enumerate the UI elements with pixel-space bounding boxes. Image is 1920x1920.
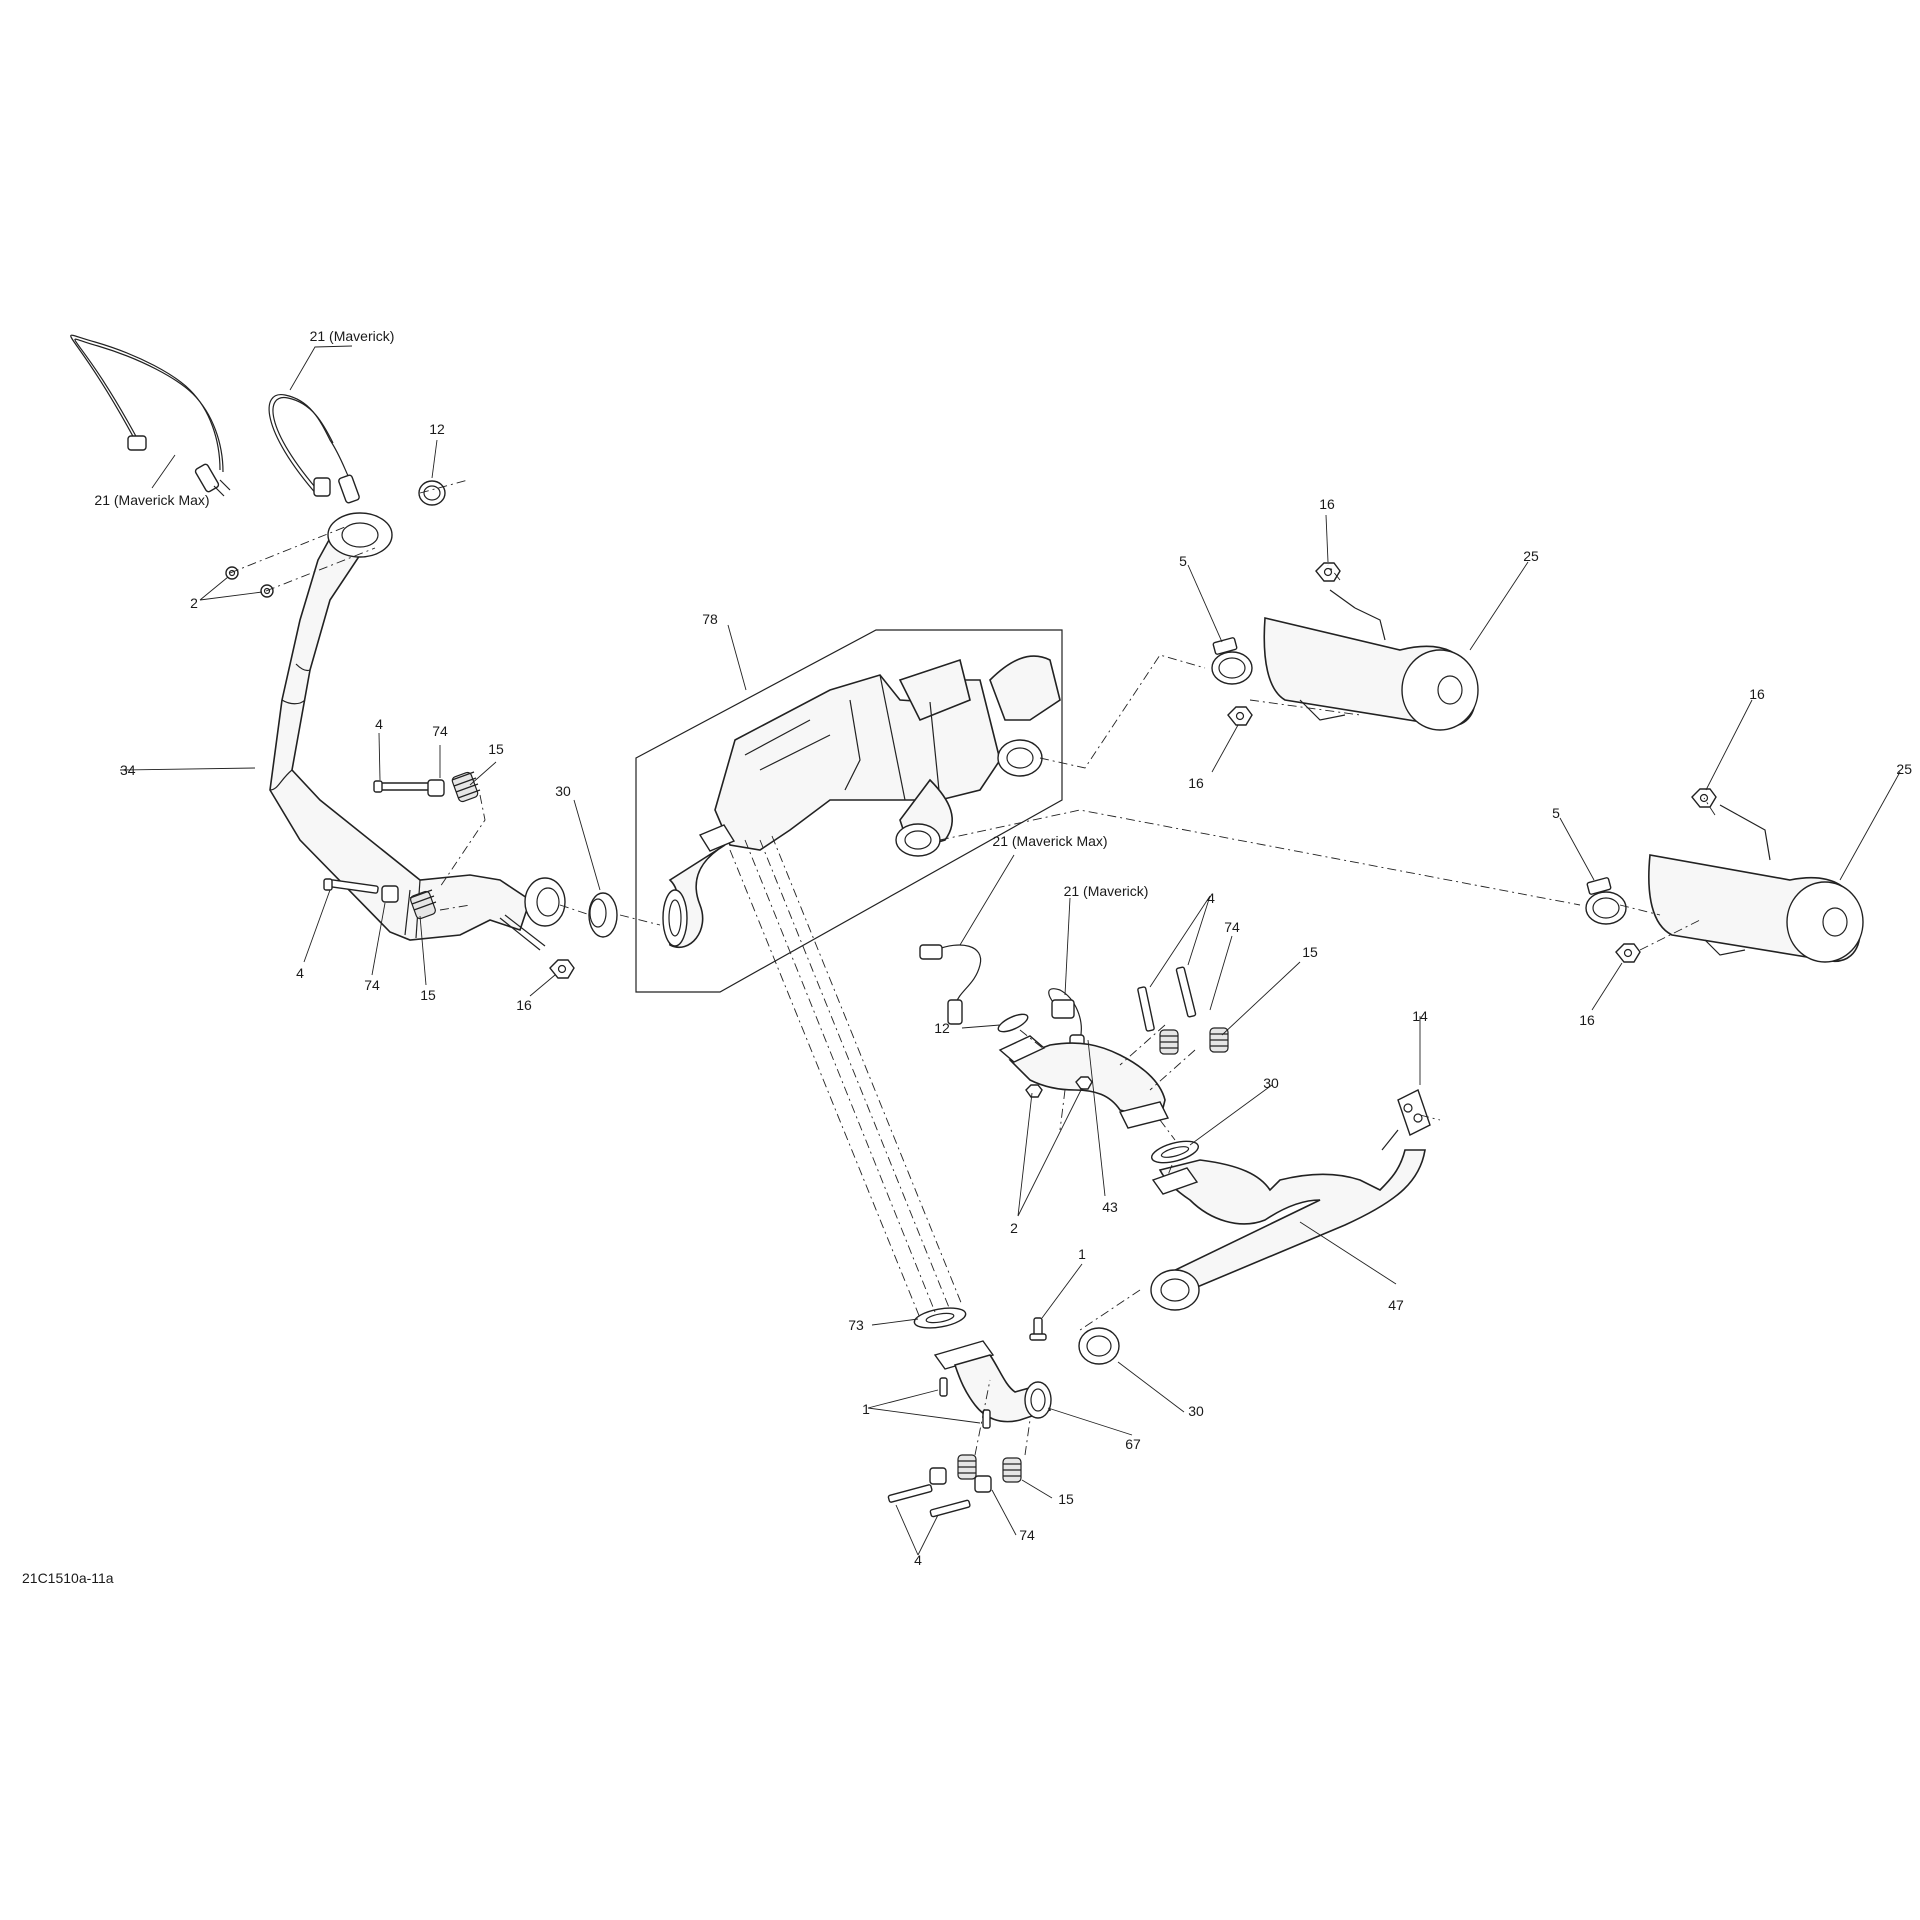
callout-43: 43	[1102, 1199, 1118, 1215]
callout-30-left: 30	[555, 783, 571, 799]
callout-16-rt-top-lower: 16	[1188, 775, 1204, 791]
spring-15-bottom-a	[957, 1454, 977, 1480]
callout-74-left-top: 74	[432, 723, 448, 739]
callout-labels: 21 (Maverick) 21 (Maverick Max) 12 2 34 …	[22, 328, 1912, 1586]
header-pipe-34	[269, 512, 566, 951]
pipe-47	[1150, 1129, 1426, 1311]
gasket-73	[913, 1307, 967, 1329]
nut-2-mid-a	[1025, 1084, 1043, 1098]
callout-12-top: 12	[429, 421, 445, 437]
callout-15-bottom: 15	[1058, 1491, 1074, 1507]
callout-4-bottom: 4	[914, 1552, 922, 1568]
callout-5-rt-top: 5	[1179, 553, 1187, 569]
bolt-1-left-a	[939, 1377, 948, 1397]
callout-4-mid: 4	[1207, 890, 1215, 906]
callout-5-rt-bot: 5	[1552, 805, 1560, 821]
bolt-4-bottom-a	[887, 1484, 933, 1503]
callout-16-rt-bot-lower: 16	[1579, 1012, 1595, 1028]
bolt-4-left-top	[373, 780, 431, 793]
callout-15-mid: 15	[1302, 944, 1318, 960]
spacer-74-bottom-a	[929, 1467, 947, 1485]
nut-16-left	[549, 959, 575, 979]
muffler-25-top	[1263, 589, 1479, 731]
gasket-30-bottom	[1078, 1327, 1120, 1365]
callout-21-maverick-max-top: 21 (Maverick Max)	[94, 492, 209, 508]
callout-47: 47	[1388, 1297, 1404, 1313]
clamp-5-top	[1211, 637, 1253, 685]
callout-16-rt-top: 16	[1319, 496, 1335, 512]
nut-2-top-a	[225, 566, 239, 580]
clamp-5-bottom	[1585, 877, 1627, 925]
oxygen-sensor-maverick	[268, 394, 360, 504]
gasket-30-mid	[1151, 1140, 1199, 1164]
spacer-74-bottom-b	[974, 1475, 992, 1493]
callout-21-maverick-max-mid: 21 (Maverick Max)	[992, 833, 1107, 849]
callout-30-bottom: 30	[1188, 1403, 1204, 1419]
callout-30-mid: 30	[1263, 1075, 1279, 1091]
callout-15-left-top: 15	[488, 741, 504, 757]
spacer-74-left-bottom	[381, 885, 399, 903]
callout-25-rt-top: 25	[1523, 548, 1539, 564]
callout-12-mid: 12	[934, 1020, 950, 1036]
spring-15-left-top	[451, 771, 481, 803]
bolt-4-mid-b	[1175, 966, 1197, 1018]
callout-73: 73	[848, 1317, 864, 1333]
callout-4-left-top: 4	[375, 716, 383, 732]
spring-15-bottom-b	[1002, 1457, 1022, 1483]
bolt-4-bottom-b	[929, 1499, 971, 1518]
callout-34: 34	[120, 762, 136, 778]
bolt-4-left-bottom	[323, 878, 379, 894]
leader-lines	[119, 345, 1901, 1556]
muffler-25-bottom	[1648, 804, 1864, 963]
nut-16-rt-top-lower	[1227, 706, 1253, 726]
nut-16-rt-bottom-lower	[1615, 943, 1641, 963]
bracket-14	[1397, 1089, 1431, 1136]
bolt-4-mid-a	[1137, 986, 1155, 1032]
bolt-1-left-b	[982, 1409, 991, 1429]
callout-1-top: 1	[1078, 1246, 1086, 1262]
alignment-lines	[229, 479, 1716, 1456]
spacer-74-left-top	[427, 779, 445, 797]
callout-16-left: 16	[516, 997, 532, 1013]
nut-16-rt-top	[1315, 562, 1341, 582]
callout-1-left: 1	[862, 1401, 870, 1417]
callout-78: 78	[702, 611, 718, 627]
reference-code: 21C1510a-11a	[22, 1570, 114, 1586]
callout-67: 67	[1125, 1436, 1141, 1452]
callout-2-mid: 2	[1010, 1220, 1018, 1236]
callout-74-bottom: 74	[1019, 1527, 1035, 1543]
callout-14: 14	[1412, 1008, 1428, 1024]
callout-15-left-bottom: 15	[420, 987, 436, 1003]
callout-74-mid: 74	[1224, 919, 1240, 935]
muffler-assembly-78	[635, 629, 1063, 993]
callout-25-rt-bot: 25	[1896, 761, 1912, 777]
spring-15-mid-a	[1159, 1029, 1179, 1055]
gasket-12-top	[418, 480, 446, 506]
callout-74-left-bottom: 74	[364, 977, 380, 993]
callout-4-left-bottom: 4	[296, 965, 304, 981]
spring-15-left-bottom	[409, 889, 437, 920]
oxygen-sensor-mid-maverick-max	[919, 944, 982, 1025]
bolt-1-top	[1029, 1317, 1047, 1341]
callout-21-maverick-mid: 21 (Maverick)	[1064, 883, 1149, 899]
callout-2-top: 2	[190, 595, 198, 611]
gasket-12-mid	[997, 1013, 1029, 1033]
callout-16-rt-bot-top: 16	[1749, 686, 1765, 702]
pipe-67	[933, 1340, 1052, 1423]
callout-21-maverick-top: 21 (Maverick)	[310, 328, 395, 344]
gasket-30-left	[588, 892, 618, 938]
oxygen-sensor-maverick-max	[70, 334, 231, 497]
